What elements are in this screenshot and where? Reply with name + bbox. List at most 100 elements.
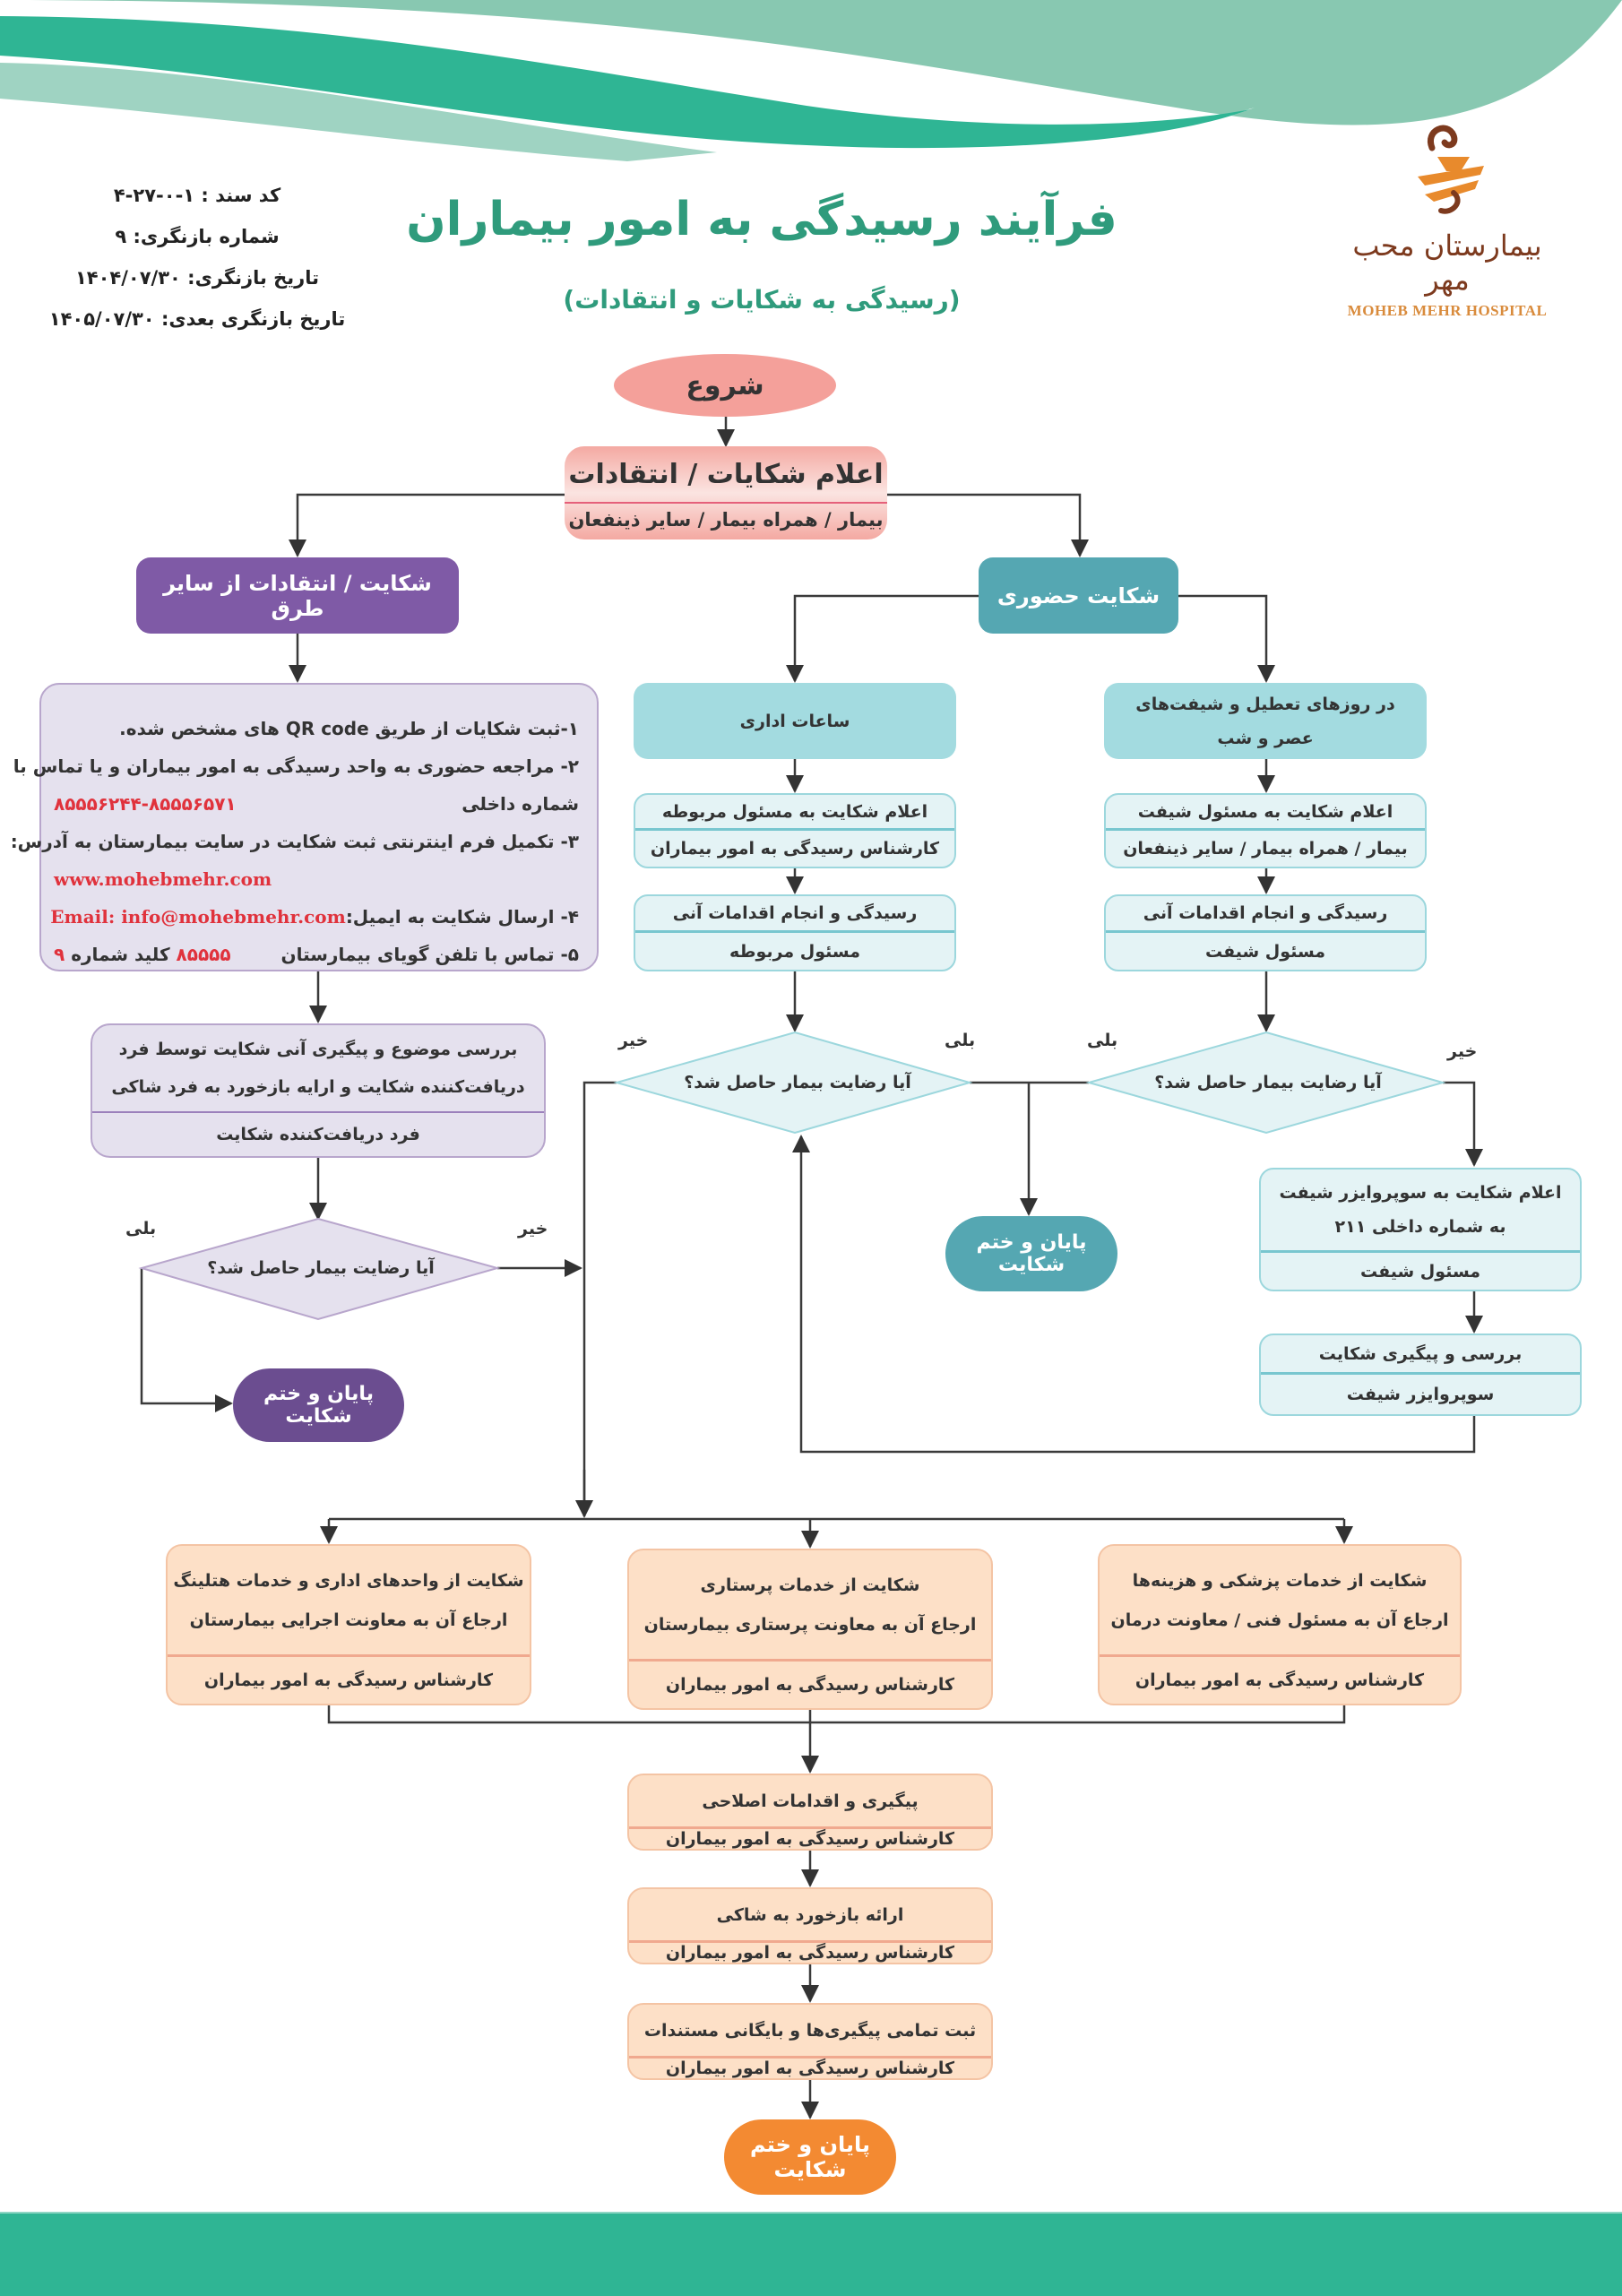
department-medical-line-2: ارجاع آن به مسئول فنی / معاونت درمان [1110,1610,1449,1630]
email-link[interactable]: Email: info@mohebmehr.com [50,906,346,928]
department-nursing-line-1: شکایت از خدمات پرستاری [700,1575,920,1595]
channel-item-4-text: ۴- ارسال شکایت به ایمیل: [345,906,579,928]
department-medical-line-1: شکایت از خدمات پزشکی و هزینه‌ها [1132,1570,1428,1591]
channel-item-2-text: ۲- مراجعه حضوری به واحد رسیدگی به امور ب… [13,755,579,777]
document-info: کد سند : ۱-۰-۲۷-۴ شماره بازنگری: ۹ تاریخ… [36,175,358,340]
supervisor-step-1-owner: مسئول شیفت [1359,1261,1481,1282]
supervisor-step-2-action: بررسی و پیگیری شکایت [1261,1335,1580,1375]
department-admin-line-2: ارجاع آن به معاونت اجرایی بیمارستان [189,1610,508,1630]
department-nursing: شکایت از خدمات پرستاری ارجاع آن به معاون… [627,1549,993,1710]
other-channels-label: شکایت / انتقادات از سایر طرق [163,570,432,621]
decision-office-no: خیر [618,1031,649,1050]
department-admin-action: شکایت از واحدهای اداری و خدمات هتلینگ ار… [168,1546,530,1657]
channel-item-5-text: ۵- تماس با تلفن گویای بیمارستان [280,944,579,965]
page-subtitle: (رسیدگی به شکایات و انتقادات) [563,285,961,315]
supervisor-step-2-owner: سوپروایزر شیفت [1346,1385,1495,1404]
shift-hours-label-2: عصر و شب [1217,728,1314,748]
office-step-1-owner: کارشناس رسیدگی به امور بیماران [650,839,940,859]
department-medical-owner: کارشناس رسیدگی به امور بیماران [1135,1670,1425,1690]
next-revision-date: تاریخ بازنگری بعدی: ۱۴۰۵/۰۷/۳۰ [48,308,346,330]
ivr-key: ۹ [54,944,65,965]
decision-other-yes: بلی [125,1219,157,1239]
department-medical-action: شکایت از خدمات پزشکی و هزینه‌ها ارجاع آن… [1100,1546,1460,1657]
office-hours-label: ساعات اداری [739,711,850,731]
logo-name-fa: بیمارستان محب مهر [1352,229,1542,297]
doc-code: کد سند : ۱-۰-۲۷-۴ [113,185,281,206]
hospital-logo: بیمارستان محب مهر MOHEB MEHR HOSPITAL [1326,121,1568,319]
decision-shift-question: آیا رضایت بیمار حاصل شد؟ [1154,1073,1382,1092]
announce-node: اعلام شکایات / انتقادات بیمار / همراه بی… [565,446,887,539]
channel-item-3: ۳- تکمیل فرم اینترنتی ثبت شکایت در سایت … [11,823,579,860]
final-step-1-owner: کارشناس رسیدگی به امور بیماران [665,1829,955,1849]
channel-item-2-ext-label: شماره داخلی [462,793,579,815]
end-node-orange: پایان و ختم شکایت [724,2119,896,2195]
supervisor-step-1-line-2: به شماره داخلی ۲۱۱ [1334,1217,1506,1237]
decision-office-question: آیا رضایت بیمار حاصل شد؟ [684,1073,911,1092]
end-label: پایان و ختم شکایت [263,1383,374,1428]
final-step-1-action: پیگیری و اقدامات اصلاحی [629,1775,991,1829]
office-hours-node: ساعات اداری [634,683,956,759]
supervisor-step-1-line-1: اعلام شکایت به سوپروایزر شیفت [1279,1183,1562,1203]
channel-item-1: ۱-ثبت شکایات از طریق QR code های مشخص شد… [54,710,579,747]
ivr-number-group: ۸۵۵۵۵ کلید شماره ۹ [54,936,231,973]
department-admin-owner: کارشناس رسیدگی به امور بیماران [203,1670,494,1690]
final-step-2-action: ارائه بازخورد به شاکی [629,1889,991,1943]
shift-step-1: اعلام شکایت به مسئول شیفت بیمار / همراه … [1104,793,1427,868]
page-title: فرآیند رسیدگی به امور بیماران [406,193,1117,246]
end-node-purple: پایان و ختم شکایت [233,1368,404,1442]
revision-number: شماره بازنگری: ۹ [115,226,280,247]
shift-step-2: رسیدگی و انجام اقدامات آنی مسئول شیفت [1104,894,1427,971]
start-label: شروع [686,369,764,401]
review-line-1: بررسی موضوع و پیگیری آنی شکایت توسط فرد [118,1040,518,1059]
department-nursing-action: شکایت از خدمات پرستاری ارجاع آن به معاون… [629,1550,991,1662]
caduceus-logo-icon [1418,125,1484,214]
start-node: شروع [614,354,836,417]
department-admin-line-1: شکایت از واحدهای اداری و خدمات هتلینگ [173,1570,524,1591]
channel-item-5: ۵- تماس با تلفن گویای بیمارستان ۸۵۵۵۵ کل… [54,936,579,973]
review-line-2: دریافت‌کننده شکایت و ارایه بازخورد به فر… [111,1077,525,1097]
channel-item-3-url-row: www.mohebmehr.com [54,860,579,898]
channel-item-3-text: ۳- تکمیل فرم اینترنتی ثبت شکایت در سایت … [10,831,579,852]
channel-item-2-phone-row: شماره داخلی ۸۵۵۵۶۲۴۴-۸۵۵۵۶۵۷۱ [54,785,579,823]
announce-title: اعلام شکایات / انتقادات [565,446,887,504]
ivr-key-label: کلید شماره [71,944,170,965]
final-step-2: ارائه بازخورد به شاکی کارشناس رسیدگی به … [627,1887,993,1964]
final-step-3: ثبت تمامی پیگیری‌ها و بایگانی مستندات کا… [627,2003,993,2080]
shift-hours-node: در روزهای تعطیل و شیفت‌های عصر و شب [1104,683,1427,759]
office-step-1-action: اعلام شکایت به مسئول مربوطه [635,795,954,831]
other-channels-list: ۱-ثبت شکایات از طریق QR code های مشخص شد… [11,683,599,973]
header-wave-decoration [0,0,1622,161]
other-channels-node: شکایت / انتقادات از سایر طرق [136,557,459,634]
website-link[interactable]: www.mohebmehr.com [54,868,272,890]
department-medical: شکایت از خدمات پزشکی و هزینه‌ها ارجاع آن… [1098,1544,1462,1705]
shift-step-2-action: رسیدگی و انجام اقدامات آنی [1106,896,1425,933]
channel-item-2-phone[interactable]: ۸۵۵۵۶۲۴۴-۸۵۵۵۶۵۷۱ [54,793,237,815]
announce-who: بیمار / همراه بیمار / سایر ذینفعان [568,509,884,531]
revision-date: تاریخ بازنگری: ۱۴۰۴/۰۷/۳۰ [74,267,320,289]
review-node: بررسی موضوع و پیگیری آنی شکایت توسط فرد … [91,1023,546,1158]
channel-item-4: ۴- ارسال شکایت به ایمیل: Email: info@moh… [50,898,579,936]
logo-name-en: MOHEB MEHR HOSPITAL [1347,302,1548,319]
office-step-2-action: رسیدگی و انجام اقدامات آنی [635,896,954,933]
decision-shift-yes: بلی [1087,1031,1118,1050]
review-owner: فرد دریافت‌کننده شکایت [216,1125,420,1144]
shift-step-1-owner: بیمار / همراه بیمار / سایر ذینفعان [1123,839,1408,859]
decision-other-no: خیر [518,1219,548,1239]
supervisor-step-1-action: اعلام شکایت به سوپروایزر شیفت به شماره د… [1261,1170,1580,1253]
ivr-number[interactable]: ۸۵۵۵۵ [176,944,231,965]
end-label: پایان و ختم شکایت [976,1231,1087,1276]
in-person-label: شکایت حضوری [996,583,1160,609]
decision-office-yes: بلی [945,1031,976,1050]
final-step-1: پیگیری و اقدامات اصلاحی کارشناس رسیدگی ب… [627,1774,993,1851]
channel-item-2: ۲- مراجعه حضوری به واحد رسیدگی به امور ب… [13,747,579,785]
in-person-node: شکایت حضوری [979,557,1178,634]
final-step-3-action: ثبت تمامی پیگیری‌ها و بایگانی مستندات [629,2005,991,2059]
office-step-1: اعلام شکایت به مسئول مربوطه کارشناس رسید… [634,793,956,868]
footer-band [0,2212,1622,2296]
review-action: بررسی موضوع و پیگیری آنی شکایت توسط فرد … [92,1025,544,1113]
supervisor-step-2: بررسی و پیگیری شکایت سوپروایزر شیفت [1259,1334,1582,1416]
department-admin: شکایت از واحدهای اداری و خدمات هتلینگ ار… [166,1544,531,1705]
office-step-2-owner: مسئول مربوطه [729,941,860,962]
final-step-3-owner: کارشناس رسیدگی به امور بیماران [665,2059,955,2078]
decision-shift-no: خیر [1447,1041,1478,1061]
